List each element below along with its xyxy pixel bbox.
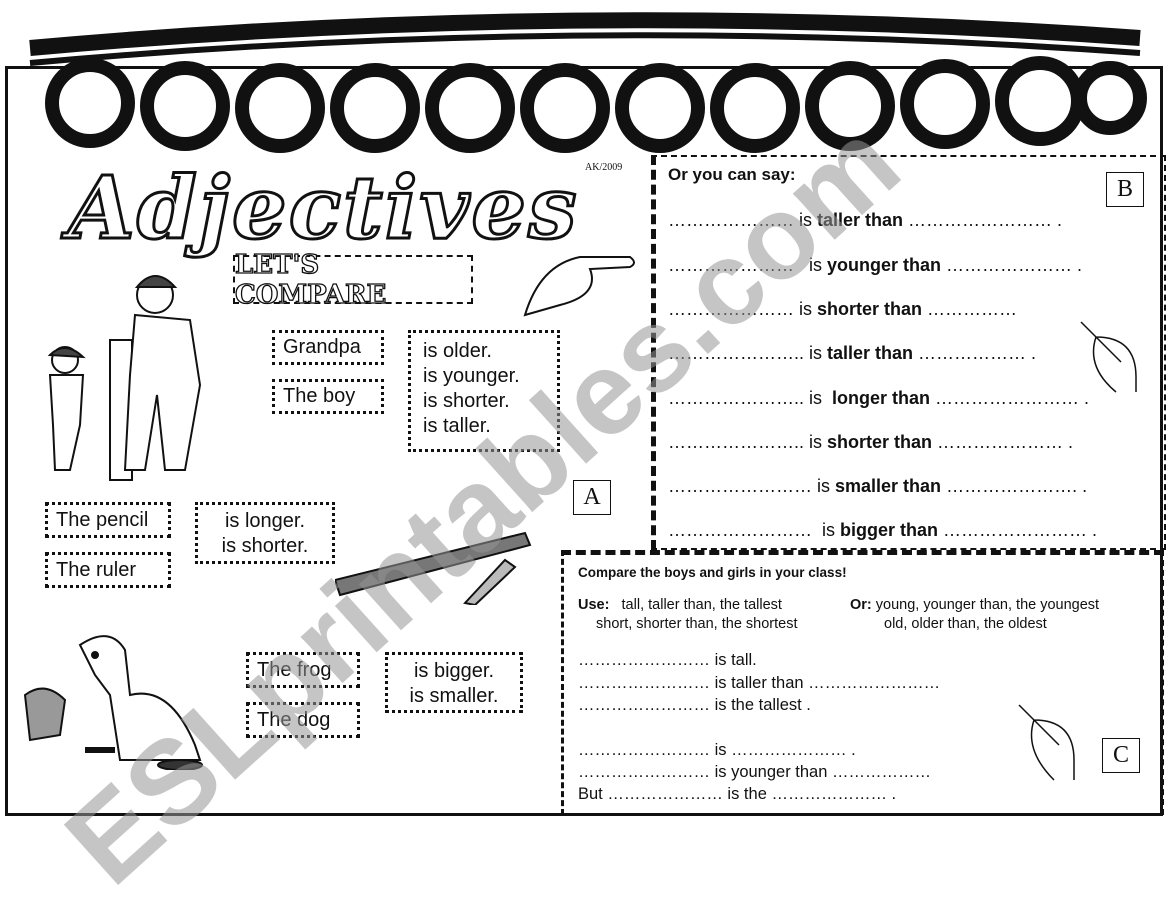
blank: …………………. . — [941, 476, 1088, 496]
use-words: tall, taller than, the tallest — [621, 597, 782, 613]
fill-line[interactable]: …………………… is tall. — [578, 651, 757, 669]
fill-line[interactable]: …………………… is ………………… . — [578, 741, 856, 759]
use-line-2: short, shorter than, the shortest — [596, 616, 798, 632]
or-line-1: Or: young, younger than, the youngest — [850, 597, 1099, 613]
blank: ………………… . — [932, 432, 1074, 452]
ruler-illustration — [335, 531, 532, 605]
blank: ………………… is — [668, 210, 818, 230]
writing-hand-icon — [1080, 321, 1137, 393]
phrase: is older. — [423, 340, 492, 362]
phrase: is longer. — [224, 510, 306, 532]
fill-line[interactable]: ………………… is younger than ………………… . — [668, 255, 1082, 276]
comparative: smaller than — [835, 476, 942, 496]
phrase: is smaller. — [409, 685, 499, 707]
fill-line[interactable]: But ………………… is the ………………… . — [578, 785, 897, 803]
phrase-box-2: is longer. is shorter. — [195, 502, 335, 564]
comparative: younger than — [827, 255, 942, 275]
or-words: young, younger than, the youngest — [875, 597, 1100, 613]
section-a-label: A — [573, 480, 611, 515]
phrase-box-1: is older. is younger. is shorter. is tal… — [408, 330, 560, 452]
section-b-heading: Or you can say: — [668, 165, 796, 184]
blank: ………………….. is — [668, 432, 828, 452]
section-c: Compare the boys and girls in your class… — [561, 550, 1164, 815]
subject-the-frog: The frog — [246, 652, 360, 688]
section-b: Or you can say: B ………………… is taller than… — [651, 155, 1166, 550]
blank: …………………… is — [668, 520, 841, 540]
phrase: is taller. — [423, 415, 491, 437]
fill-line[interactable]: ………………… is shorter than …………… — [668, 299, 1017, 320]
comparative: taller than — [827, 343, 914, 363]
fill-line[interactable]: …………………… is the tallest . — [578, 696, 811, 714]
fill-line[interactable]: …………………… is taller than …………………… — [578, 674, 941, 692]
comparative: bigger than — [840, 520, 939, 540]
grandpa-and-boy-illustration — [47, 275, 202, 481]
subject-the-ruler: The ruler — [45, 552, 171, 588]
fill-line[interactable]: ………………….. is longer than …………………… . — [668, 388, 1089, 409]
subject-the-pencil: The pencil — [45, 502, 171, 538]
spiral-binding-decoration — [29, 12, 1147, 153]
subtitle-box: LET'S COMPARE — [233, 249, 473, 310]
subject-the-dog: The dog — [246, 702, 360, 738]
phrase: is shorter. — [423, 390, 510, 412]
phrase: is bigger. — [413, 660, 495, 682]
fill-line[interactable]: ………………….. is taller than ……………… . — [668, 343, 1036, 364]
use-label: Use: — [578, 597, 610, 613]
blank: ………………….. is — [668, 343, 828, 363]
subject-the-boy: The boy — [272, 379, 384, 414]
blank: …………………… . — [930, 388, 1090, 408]
or-line-2: old, older than, the oldest — [884, 616, 1047, 632]
fill-line[interactable]: …………………… is bigger than …………………… . — [668, 520, 1097, 541]
comparative: longer than — [832, 388, 931, 408]
blank: …………… — [922, 299, 1018, 319]
blank: ………………….. is — [668, 388, 833, 408]
pointing-hand-icon — [523, 256, 635, 317]
blank: …………………… . — [903, 210, 1063, 230]
blank: ……………… . — [913, 343, 1037, 363]
writing-hand-icon — [1018, 704, 1075, 781]
section-c-label: C — [1102, 738, 1140, 773]
phrase-box-3: is bigger. is smaller. — [385, 652, 523, 713]
fill-line[interactable]: …………………… is smaller than …………………. . — [668, 476, 1087, 497]
blank: …………………… . — [938, 520, 1098, 540]
fill-line[interactable]: …………………… is younger than ……………… — [578, 763, 931, 781]
comparative: shorter than — [817, 299, 923, 319]
use-line-1: Use: tall, taller than, the tallest — [578, 597, 782, 613]
subject-grandpa: Grandpa — [272, 330, 384, 365]
fill-line[interactable]: ………………….. is shorter than ………………… . — [668, 432, 1073, 453]
fill-line[interactable]: ………………… is taller than …………………… . — [668, 210, 1062, 231]
worksheet-title: Adjectives — [67, 157, 579, 261]
blank: ………………… . — [941, 255, 1083, 275]
credit-text: AK/2009 — [585, 162, 623, 173]
section-c-heading: Compare the boys and girls in your class… — [578, 565, 847, 580]
blank: …………………… is — [668, 476, 836, 496]
comparative: taller than — [817, 210, 904, 230]
blank: ………………… is — [668, 299, 818, 319]
phrase: is shorter. — [221, 535, 309, 557]
section-b-label: B — [1106, 172, 1144, 207]
blank: ………………… is — [668, 255, 828, 275]
dog-and-frog-illustration — [23, 635, 203, 770]
or-label: Or: — [850, 597, 872, 613]
comparative: shorter than — [827, 432, 933, 452]
phrase: is younger. — [423, 365, 520, 387]
